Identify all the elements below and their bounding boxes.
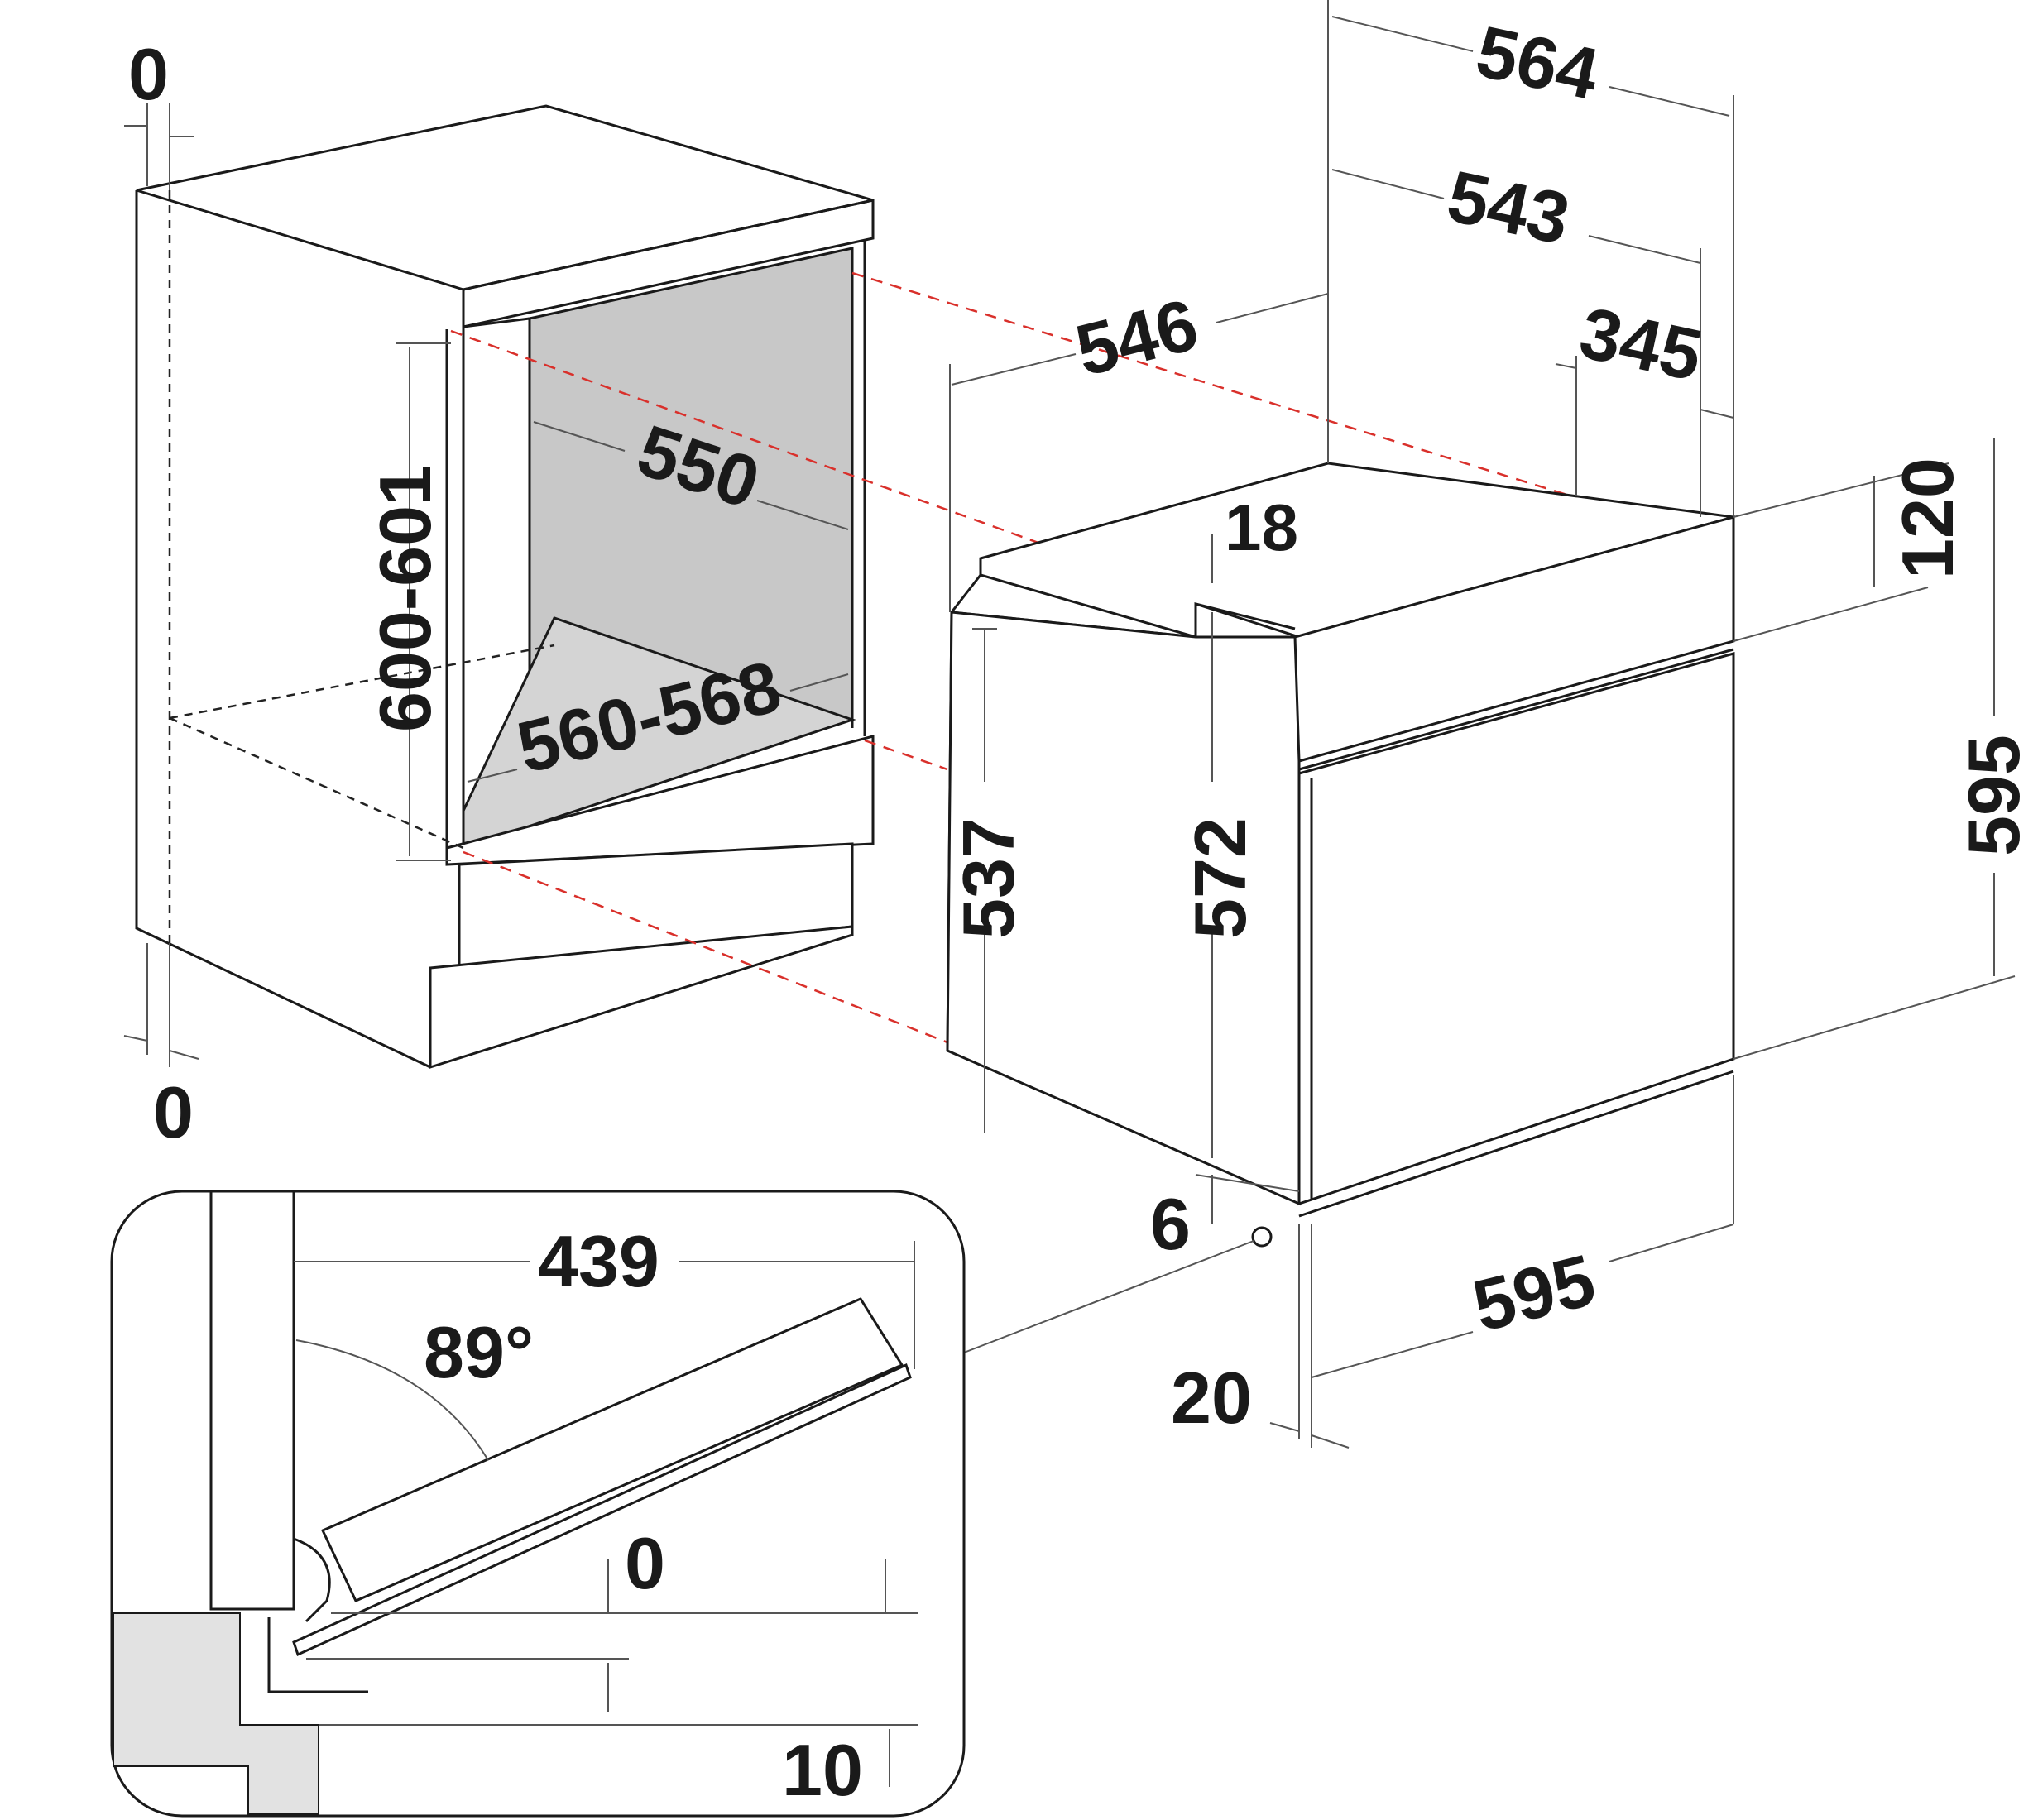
niche-height-label: 600-601 <box>364 465 446 732</box>
door-min-gap-label: 0 <box>625 1522 665 1604</box>
total-depth-label: 564 <box>1470 10 1605 115</box>
door-max-gap-label: 10 <box>782 1729 863 1811</box>
body-height-label: 572 <box>1179 817 1261 939</box>
door-detail-inset: 439 89° 0 10 <box>110 1190 966 1818</box>
alignment-guides <box>450 271 1573 1044</box>
cabinet-drawing: 0 0 600-601 550 560-568 <box>123 33 875 1153</box>
top-gap-label: 0 <box>128 33 169 115</box>
callout-marker <box>1251 1226 1273 1248</box>
door-angle-label: 89° <box>424 1311 534 1393</box>
door-gap-label: 6 <box>1150 1183 1191 1265</box>
body-depth-label: 543 <box>1441 155 1576 260</box>
inset-open-door <box>320 1297 904 1602</box>
panel-height-label: 120 <box>1887 457 1968 579</box>
rear-offset-label: 345 <box>1573 291 1709 396</box>
bottom-gap-label: 0 <box>153 1071 194 1153</box>
top-step-label: 18 <box>1225 491 1298 564</box>
front-width-label: 595 <box>1465 1238 1603 1348</box>
door-thickness-label: 20 <box>1171 1357 1252 1439</box>
inset-worktop <box>113 1612 319 1815</box>
side-height-label: 537 <box>947 817 1029 939</box>
oven-drawing: 564 543 546 345 18 120 595 537 <box>946 0 2035 1449</box>
door-reach-label: 439 <box>538 1220 659 1302</box>
front-height-label: 595 <box>1953 735 2035 856</box>
